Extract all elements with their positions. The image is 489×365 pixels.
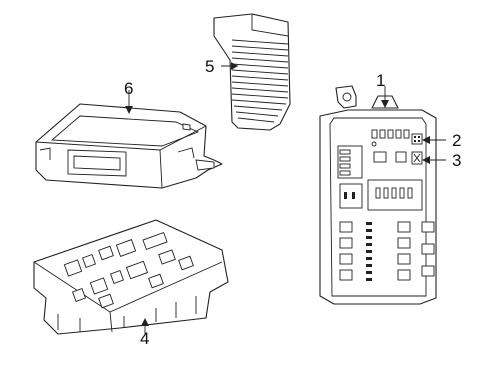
part-5-heatsink-module (213, 13, 291, 131)
part-6-control-module (35, 90, 223, 189)
callout-6: 6 (124, 79, 134, 98)
part-2-fuse (411, 133, 446, 145)
part-4-relay-base (33, 219, 229, 335)
callout-5: 5 (205, 57, 215, 76)
part-1-fuse-box (319, 85, 437, 305)
callout-2: 2 (452, 131, 462, 150)
part-3-relay (411, 151, 446, 165)
callout-4: 4 (140, 329, 150, 348)
callout-3: 3 (452, 151, 462, 170)
callout-1: 1 (376, 71, 386, 90)
